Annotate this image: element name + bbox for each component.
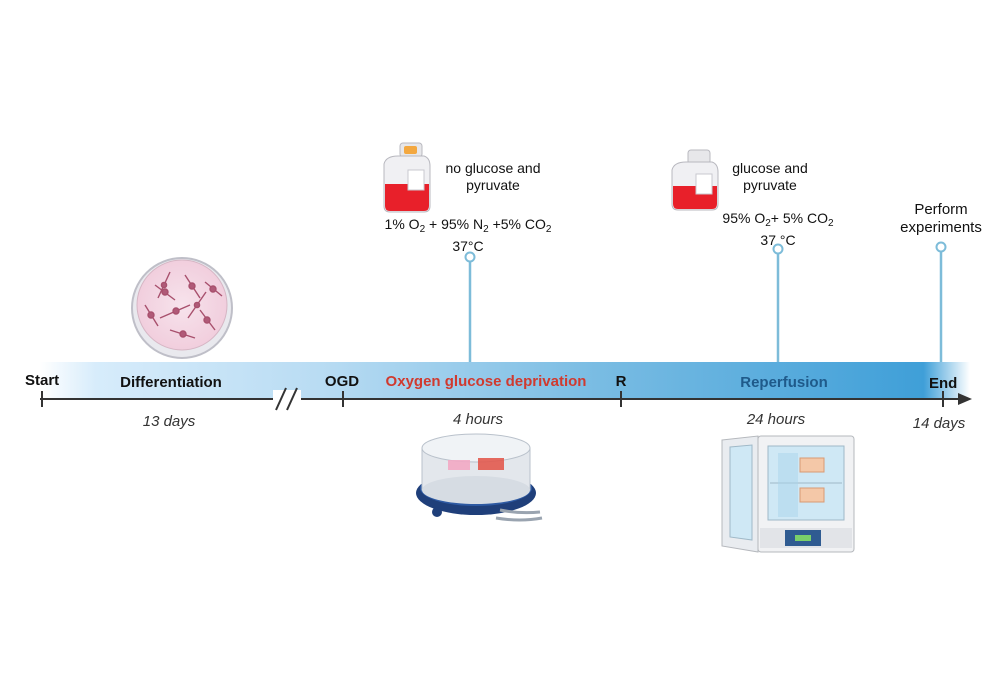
phase-ogd-label: Oxygen glucose deprivation bbox=[385, 373, 587, 390]
ogd-o2-sub: 2 bbox=[419, 224, 426, 235]
end-annotation-line1: Perform bbox=[914, 201, 968, 218]
timeline-band bbox=[40, 362, 970, 398]
rep-o2-sub: 2 bbox=[765, 218, 771, 229]
pin-ogd bbox=[464, 251, 476, 362]
end-label: End bbox=[929, 375, 958, 392]
ogd-co2-sub: 2 bbox=[545, 224, 552, 235]
pin-reperfusion bbox=[772, 243, 784, 362]
incubator-icon bbox=[721, 435, 855, 553]
end-annotation-line2: experiments bbox=[900, 219, 982, 236]
reperfusion-medium-line2: pyruvate bbox=[743, 177, 797, 193]
ogd-marker-label: OGD bbox=[324, 373, 360, 390]
ogd-co2: +5% CO bbox=[488, 216, 546, 232]
rep-co2-sub: 2 bbox=[828, 218, 834, 229]
rep-co2: + 5% CO bbox=[770, 210, 829, 226]
timeline-arrowhead bbox=[958, 393, 972, 405]
petri-dish-neurons-icon bbox=[131, 257, 233, 359]
pin-end bbox=[935, 241, 947, 362]
reperfusion-marker-label: R bbox=[615, 373, 627, 390]
reperfusion-gas-conditions: 95% O2+ 5% CO2 37 °C bbox=[722, 210, 833, 249]
phase-differentiation-label: Differentiation bbox=[120, 374, 222, 391]
start-label: Start bbox=[25, 372, 60, 389]
medium-bottle-icon-ogd bbox=[383, 142, 431, 213]
medium-bottle-icon-reperfusion bbox=[671, 149, 719, 211]
duration-total: 14 days bbox=[912, 415, 966, 432]
ogd-n2: + 95% N bbox=[425, 216, 484, 232]
ogd-medium-line1: no glucose and bbox=[445, 160, 541, 176]
ogd-gas-line: 1% O2 + 95% N2 +5% CO2 bbox=[385, 216, 552, 238]
ogd-o2: 1% O bbox=[384, 216, 420, 232]
ogd-n2-sub: 2 bbox=[483, 224, 489, 235]
hypoxia-chamber-icon bbox=[416, 433, 543, 522]
ogd-medium-line2: pyruvate bbox=[466, 177, 520, 193]
ogd-medium-text: no glucose and pyruvate bbox=[446, 160, 541, 194]
ogd-temperature: 37°C bbox=[452, 238, 484, 254]
axis-break-icon bbox=[273, 387, 301, 411]
rep-o2: 95% O bbox=[722, 210, 766, 226]
reperfusion-temperature: 37 °C bbox=[760, 232, 796, 248]
reperfusion-medium-line1: glucose and bbox=[732, 160, 808, 176]
reperfusion-gas-line: 95% O2+ 5% CO2 bbox=[722, 210, 833, 232]
duration-ogd: 4 hours bbox=[452, 411, 504, 428]
ogd-gas-conditions: 1% O2 + 95% N2 +5% CO2 37°C bbox=[385, 216, 552, 255]
phase-reperfusion-label: Reperfusion bbox=[740, 374, 828, 391]
end-annotation: Perform experiments bbox=[900, 201, 982, 237]
duration-reperfusion: 24 hours bbox=[746, 411, 806, 428]
reperfusion-medium-text: glucose and pyruvate bbox=[732, 160, 808, 194]
duration-differentiation: 13 days bbox=[142, 413, 196, 430]
